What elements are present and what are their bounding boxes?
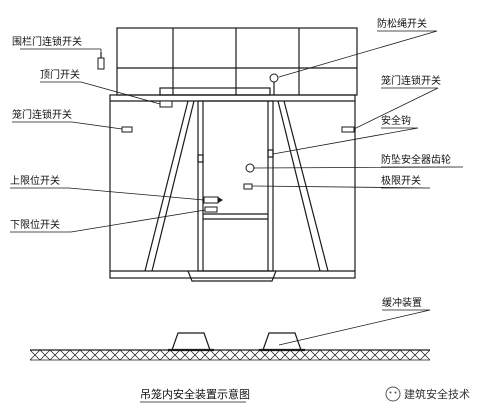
label-anti-fall-gear: 防坠安全器齿轮: [381, 153, 451, 166]
label-slack-rope-switch: 防松绳开关: [377, 17, 427, 30]
cage-body: [109, 87, 356, 279]
label-top-door-switch: 顶门开关: [40, 68, 80, 81]
label-limit-switch: 极限开关: [381, 174, 421, 187]
slack-rope-switch-device: [269, 73, 279, 95]
upper-limit-switch-device: [203, 196, 223, 204]
label-upper-limit-switch: 上限位开关: [10, 174, 60, 187]
cage-door-lock-left-device: [121, 126, 133, 133]
top-door-switch-device: [159, 100, 173, 108]
label-cage-door-lock-left: 笼门连锁开关: [12, 108, 72, 121]
watermark-text: 建筑安全技术: [404, 387, 470, 401]
leader-lines: [10, 30, 464, 346]
ground: [30, 349, 430, 361]
diagram-caption: 吊笼内安全装置示意图: [140, 387, 250, 401]
label-safety-hook: 安全钩: [381, 114, 411, 127]
cage-door-lock-right-device: [341, 126, 355, 133]
limit-switch-device: [243, 183, 253, 190]
wechat-logo-icon: [385, 386, 401, 402]
label-cage-door-lock-right: 笼门连锁开关: [381, 74, 441, 87]
buffer-left: [168, 332, 214, 352]
cage-top-rail: [116, 27, 358, 96]
label-fence-lock-switch: 围栏门连锁开关: [12, 35, 82, 48]
lower-limit-switch-device: [204, 206, 218, 213]
anti-fall-gear-device: [245, 163, 255, 173]
label-lower-limit-switch: 下限位开关: [10, 218, 60, 231]
fence-lock-switch-device: [97, 52, 105, 70]
cage-base: [187, 270, 277, 282]
label-buffer-device: 缓冲装置: [382, 296, 422, 309]
buffer-right: [259, 332, 305, 352]
